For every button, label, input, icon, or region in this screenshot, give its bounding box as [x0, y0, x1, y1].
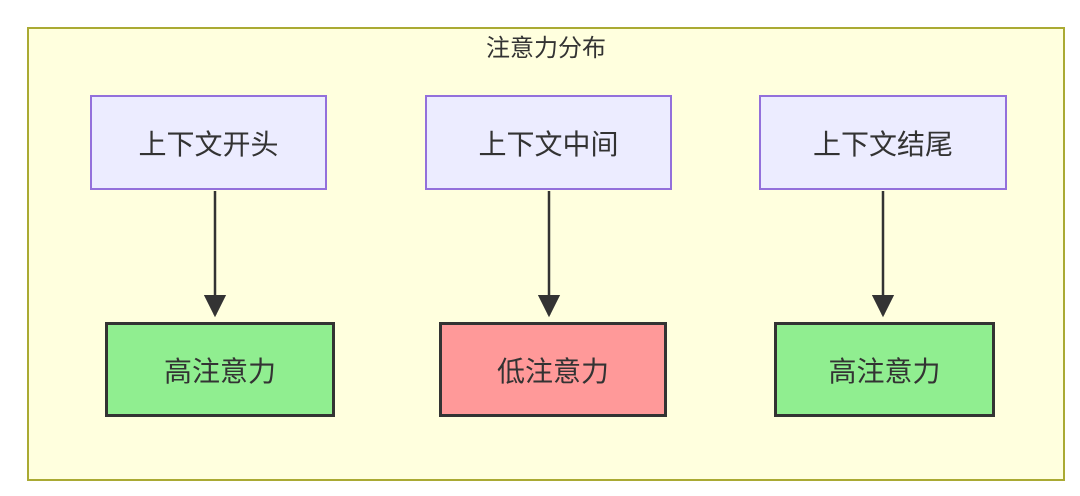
node-context-beginning: 上下文开头 [90, 95, 327, 190]
node-label: 低注意力 [496, 355, 609, 387]
attention-distribution-subgraph: 注意力分布 上下文开头 上下文中间 上下文结尾 高注意力 低注意力 [27, 27, 1065, 481]
node-label: 上下文中间 [478, 128, 619, 160]
node-context-middle: 上下文中间 [425, 95, 672, 190]
node-high-attention-left: 高注意力 [105, 322, 335, 417]
node-high-attention-right: 高注意力 [774, 322, 995, 417]
node-label: 高注意力 [828, 355, 941, 387]
node-label: 上下文结尾 [812, 128, 953, 160]
subgraph-title: 注意力分布 [486, 35, 606, 62]
node-label: 高注意力 [163, 355, 276, 387]
node-context-end: 上下文结尾 [759, 95, 1007, 190]
node-label: 上下文开头 [138, 128, 279, 160]
node-low-attention: 低注意力 [439, 322, 667, 417]
